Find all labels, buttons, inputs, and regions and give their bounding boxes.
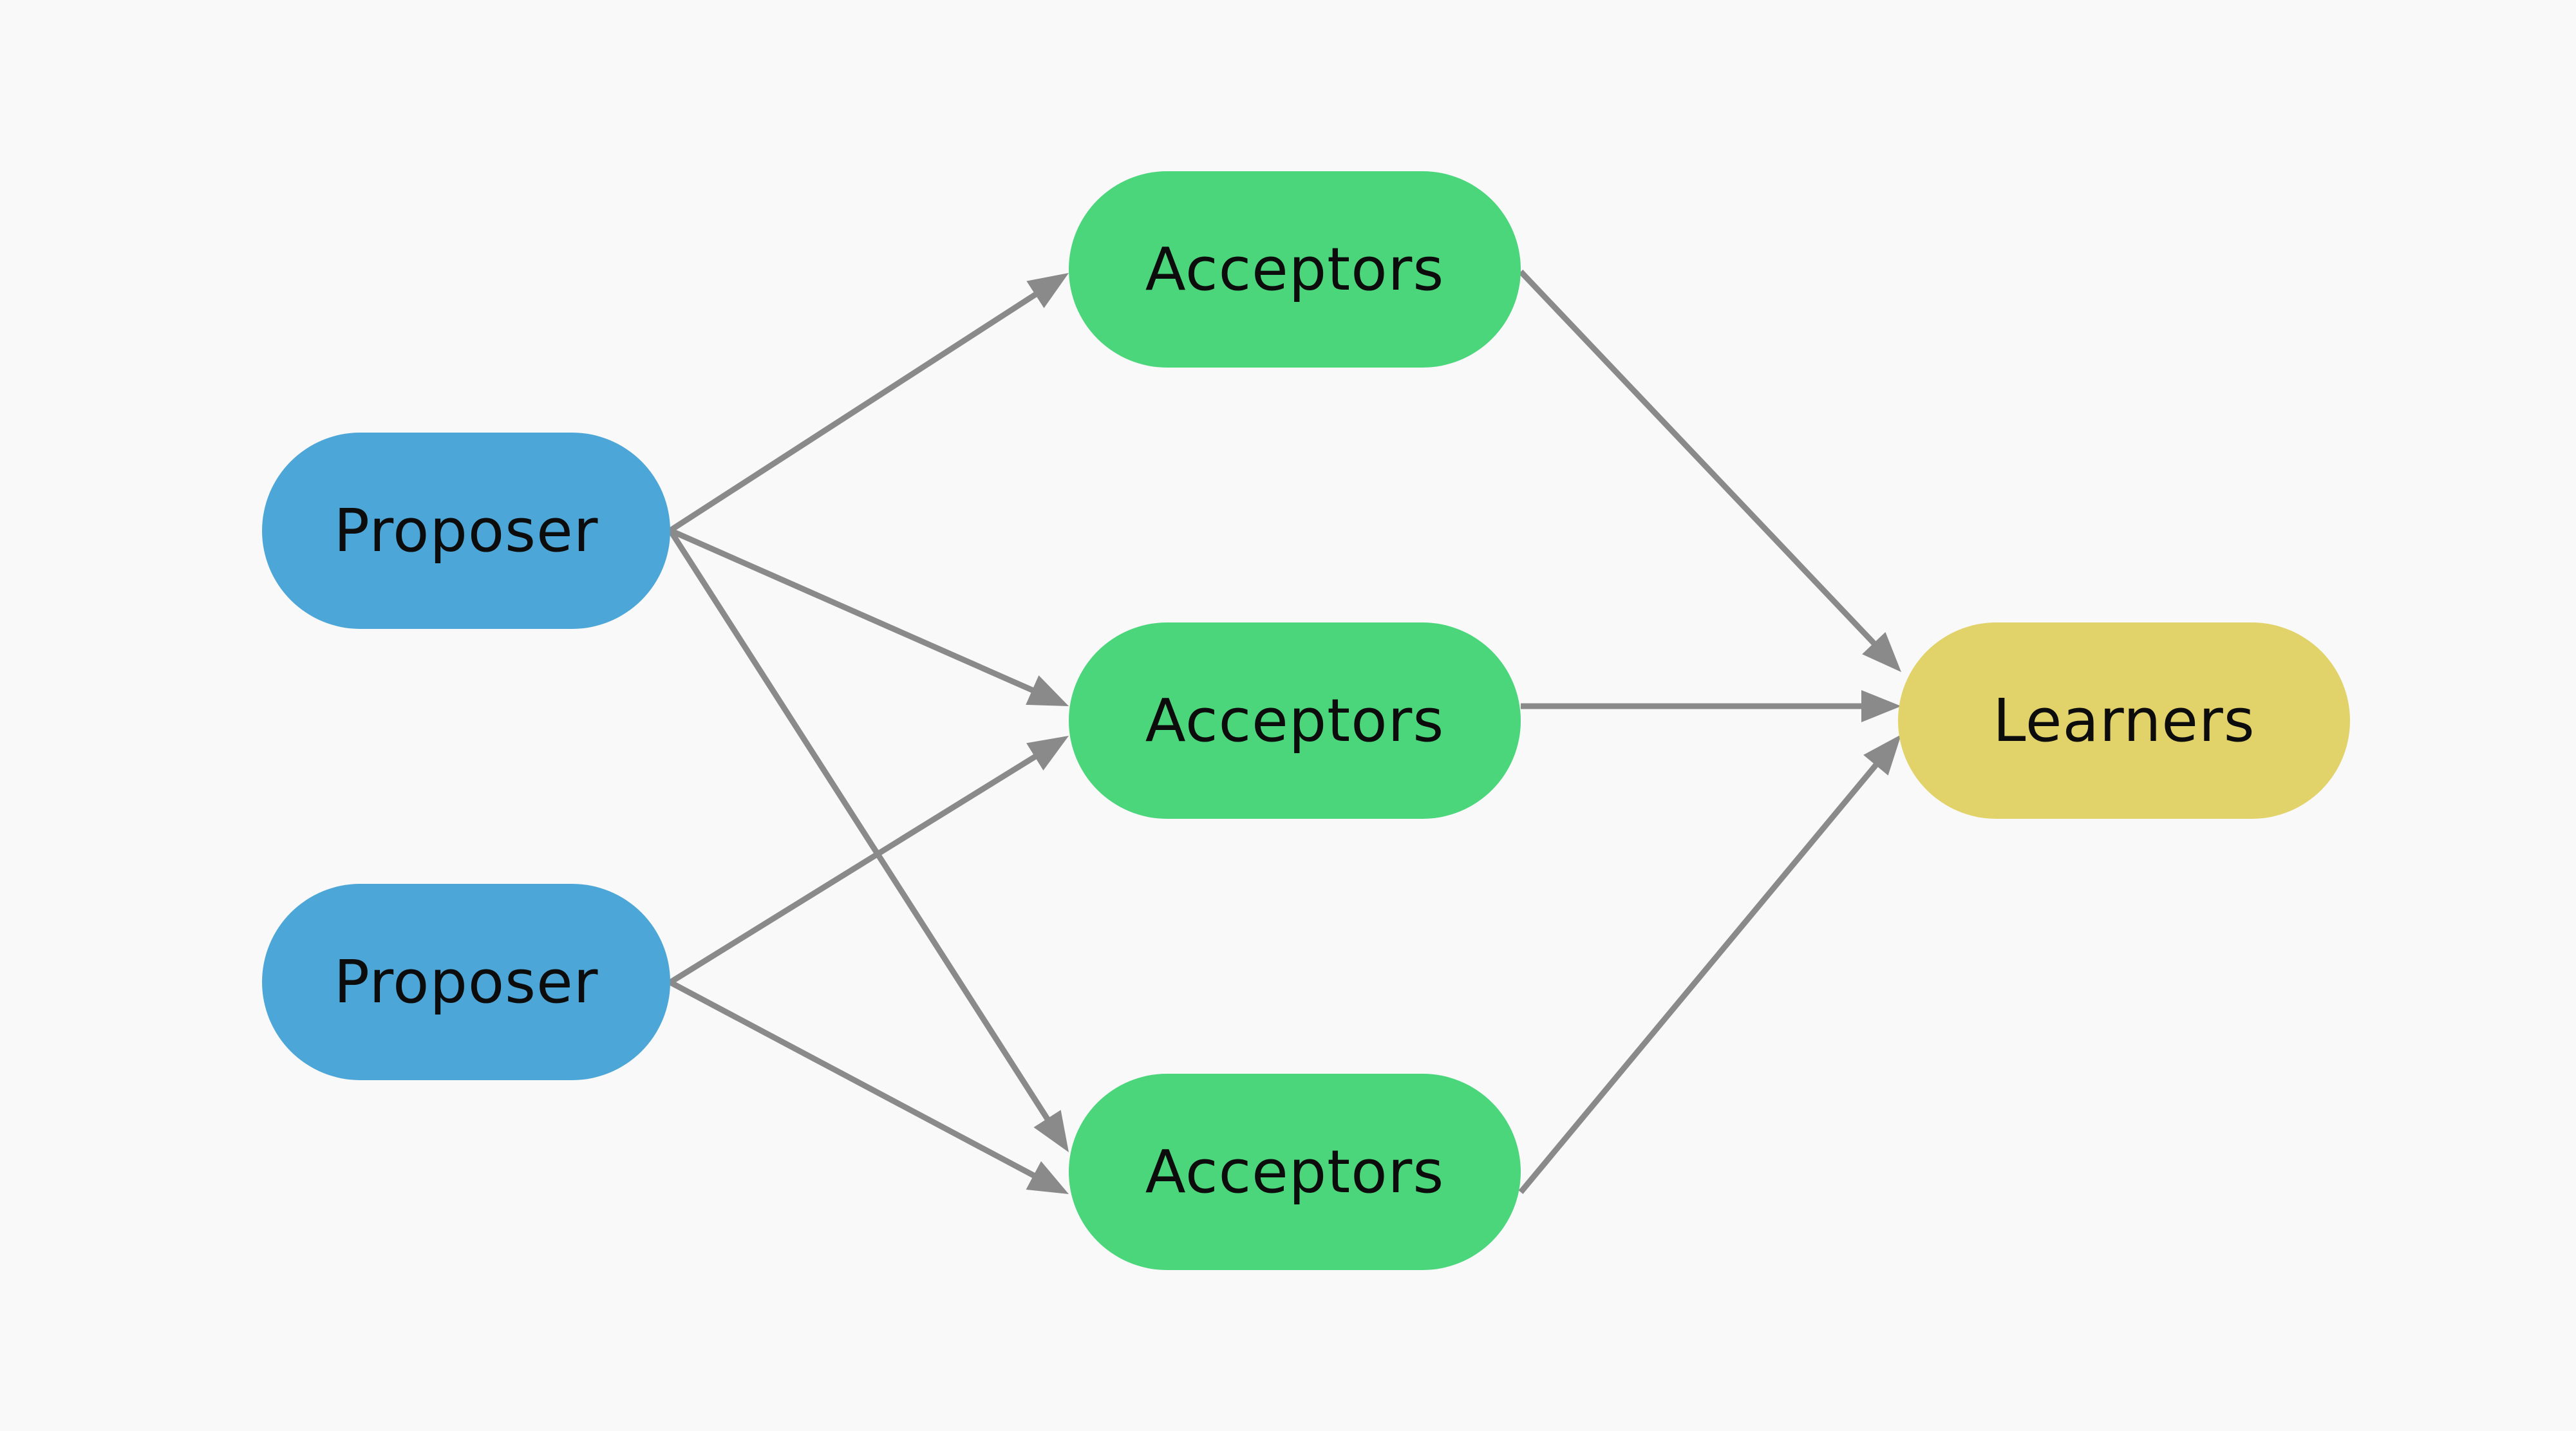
edge-proposer-1-to-acceptors-1 [668, 290, 1039, 533]
arrowhead-proposer-1-to-acceptors-1 [1026, 273, 1069, 308]
acceptors-node-3: Acceptors [1069, 1074, 1521, 1270]
arrowhead-proposer-2-to-acceptors-3 [1026, 1161, 1069, 1194]
arrowhead-acceptors-3-to-learners [1863, 734, 1901, 776]
acceptors-node-3-label: Acceptors [1145, 1137, 1445, 1206]
edge-proposer-2-to-acceptors-3 [668, 980, 1037, 1179]
proposer-node-1-label: Proposer [334, 496, 599, 565]
arrowhead-proposer-1-to-acceptors-3 [1033, 1110, 1069, 1152]
arrowhead-acceptors-1-to-learners [1862, 631, 1901, 672]
learners-node-label: Learners [1993, 686, 2255, 755]
acceptors-node-1: Acceptors [1069, 171, 1521, 368]
learners-node: Learners [1898, 622, 2350, 819]
edge-proposer-1-to-acceptors-3 [668, 528, 1051, 1123]
proposer-node-2-label: Proposer [334, 948, 599, 1016]
acceptors-node-2-label: Acceptors [1145, 686, 1445, 755]
edge-proposer-1-to-acceptors-2 [669, 527, 1036, 694]
edge-acceptors-1-to-learners [1518, 269, 1878, 648]
acceptors-node-2: Acceptors [1069, 622, 1521, 819]
arrowhead-acceptors-2-to-learners [1861, 690, 1901, 722]
proposer-node-2: Proposer [262, 884, 670, 1080]
arrowhead-proposer-1-to-acceptors-2 [1026, 675, 1069, 706]
arrowhead-proposer-2-to-acceptors-2 [1026, 736, 1069, 771]
proposer-node-1: Proposer [262, 433, 670, 629]
edge-acceptors-3-to-learners [1518, 761, 1880, 1194]
edge-proposer-2-to-acceptors-2 [668, 753, 1039, 985]
acceptors-node-1-label: Acceptors [1145, 235, 1445, 304]
